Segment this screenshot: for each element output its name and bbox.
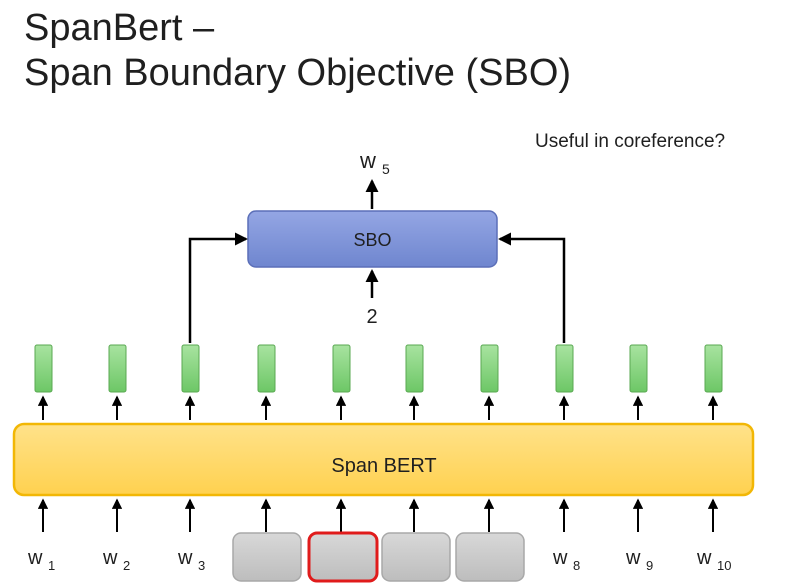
- masked-token-4: [232, 532, 302, 582]
- output-vectors: [34, 344, 723, 393]
- output-vector-8: [555, 344, 574, 393]
- input-token-2-base: w: [102, 547, 118, 569]
- input-token-8-base: w: [552, 547, 568, 569]
- input-token-1: w 1: [27, 547, 55, 573]
- input-token-10-subscript: 10: [717, 558, 731, 573]
- input-token-10: w 10: [696, 547, 731, 573]
- input-token-9: w 9: [625, 547, 653, 573]
- input-token-labels: w 1 w 2 w 3 w 8 w 9 w 10: [27, 547, 731, 573]
- input-token-10-base: w: [696, 547, 712, 569]
- input-token-2: w 2: [102, 547, 130, 573]
- slide-title-line-2: Span Boundary Objective (SBO): [24, 51, 572, 94]
- masked-token-7: [455, 532, 525, 582]
- input-token-9-base: w: [625, 547, 641, 569]
- output-vector-6: [405, 344, 424, 393]
- input-token-8: w 8: [552, 547, 580, 573]
- input-token-1-base: w: [27, 547, 43, 569]
- input-token-9-subscript: 9: [646, 558, 653, 573]
- slide-title: SpanBert – Span Boundary Objective (SBO): [24, 6, 571, 96]
- output-vector-1: [34, 344, 53, 393]
- span-bert-encoder: [12, 422, 755, 497]
- position-label: 2: [366, 306, 377, 328]
- sbo-output-token-subscript: 5: [382, 161, 390, 177]
- sbo-group: SBO w 5 2: [188, 148, 566, 343]
- output-vector-5: [332, 344, 351, 393]
- input-token-2-subscript: 2: [123, 558, 130, 573]
- masked-span: [232, 531, 525, 583]
- sbo-output-token-base: w: [359, 148, 376, 173]
- output-vector-4: [257, 344, 276, 393]
- left-boundary-arrow: [188, 232, 248, 343]
- slide-title-line-1: SpanBert –: [24, 7, 215, 49]
- input-token-3-base: w: [177, 547, 193, 569]
- encoder-output-arrows: [37, 395, 719, 420]
- coreference-question: Useful in coreference?: [535, 131, 726, 152]
- span-bert-label: Span BERT: [331, 455, 436, 477]
- input-token-1-subscript: 1: [48, 558, 55, 573]
- output-vector-7: [480, 344, 499, 393]
- output-vector-9: [629, 344, 648, 393]
- sbo-output-token: w 5: [359, 148, 390, 177]
- output-vector-10: [704, 344, 723, 393]
- masked-token-5-highlighted: [307, 531, 379, 583]
- output-vector-3: [181, 344, 200, 393]
- input-token-8-subscript: 8: [573, 558, 580, 573]
- encoder-input-arrows: [37, 498, 719, 532]
- sbo-box: [247, 210, 498, 268]
- output-vector-2: [108, 344, 127, 393]
- input-token-3: w 3: [177, 547, 205, 573]
- masked-token-6: [381, 532, 451, 582]
- input-token-3-subscript: 3: [198, 558, 205, 573]
- right-boundary-arrow: [498, 232, 566, 343]
- sbo-label: SBO: [353, 230, 391, 250]
